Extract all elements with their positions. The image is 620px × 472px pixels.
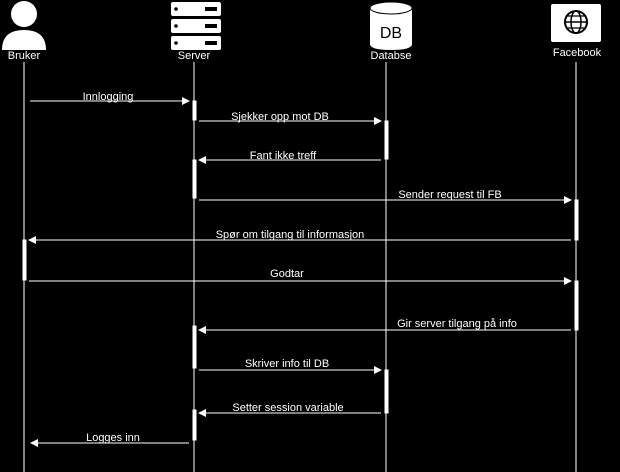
participant-label-bruker: Bruker [8,50,41,62]
participant-facebook: Facebook [551,4,602,59]
message-6: Godtar [29,268,572,285]
participant-label-server: Server [178,50,211,62]
message-label: Skriver info til DB [245,358,329,370]
message-label: Gir server tilgang på info [397,318,517,330]
message-9: Setter session variable [198,402,381,417]
message-label: Setter session variable [232,402,343,414]
message-3: Fant ikke treff [198,150,381,164]
database-icon-text: DB [380,25,402,42]
message-label: Spør om tilgang til informasjon [216,229,365,241]
database-icon: DB [369,1,413,50]
activation-bruker [22,239,27,281]
message-label: Logges inn [86,432,140,444]
activation-db [384,120,389,160]
message-label: Sender request til FB [398,189,501,201]
server-rack-icon [171,2,221,50]
message-label: Sjekker opp mot DB [231,111,329,123]
message-2: Sjekker opp mot DB [199,111,382,125]
message-10: Logges inn [30,432,189,447]
activation-server [192,159,197,199]
activation-facebook [574,280,579,331]
message-4: Sender request til FB [199,189,572,204]
message-label: Innlogging [83,91,134,103]
activation-facebook [574,199,579,241]
message-label: Godtar [270,268,304,280]
message-7: Gir server tilgang på info [198,318,571,334]
message-label: Fant ikke treff [250,150,317,162]
activation-server [192,100,197,121]
activation-bars [22,100,579,441]
activation-db [384,369,389,414]
message-5: Spør om tilgang til informasjon [28,229,571,244]
message-8: Skriver info til DB [199,358,382,374]
participant-db: DB Databse [369,1,413,62]
participant-label-facebook: Facebook [553,47,602,59]
activation-server [192,325,197,369]
participant-bruker: Bruker [2,1,46,62]
person-icon [2,1,46,50]
participant-label-db: Databse [371,50,412,62]
message-1: Innlogging [30,91,190,105]
activation-server [192,409,197,441]
participant-server: Server [171,2,221,62]
globe-icon [551,4,601,42]
